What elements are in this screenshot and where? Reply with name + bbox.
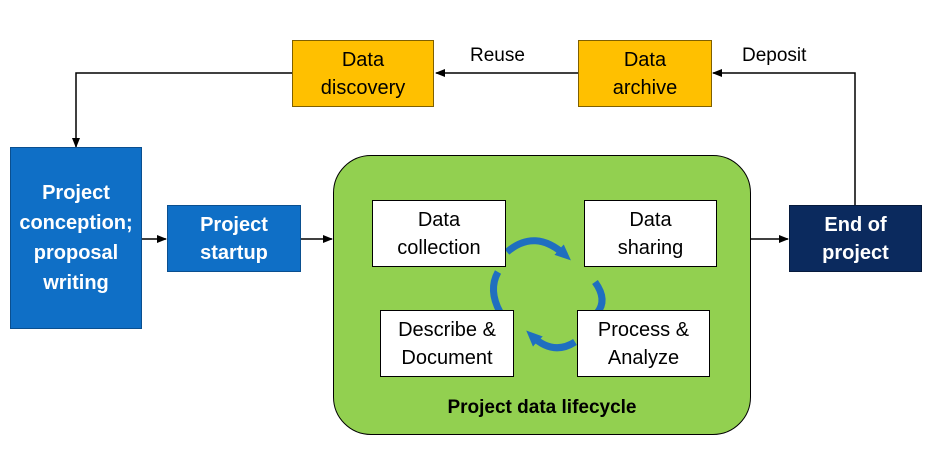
node-end-of-project: End of project xyxy=(789,205,922,272)
node-end-of-project-label: End of project xyxy=(822,213,889,264)
node-data-archive-label: Data archive xyxy=(612,48,678,99)
edge-label-reuse: Reuse xyxy=(470,45,525,66)
node-data-sharing-label: Data sharing xyxy=(617,208,684,259)
node-data-collection: Data collection xyxy=(372,200,506,267)
connector-deposit xyxy=(712,69,856,205)
node-project-startup: Project startup xyxy=(167,205,301,272)
node-data-sharing: Data sharing xyxy=(584,200,717,267)
cycle-arrow-right xyxy=(592,279,606,316)
node-project-conception: Project conception; proposal writing xyxy=(10,147,142,329)
edge-label-deposit: Deposit xyxy=(742,45,807,66)
connector-discovery-to-conception xyxy=(72,72,292,148)
node-data-discovery: Data discovery xyxy=(292,40,434,107)
node-process-analyze: Process & Analyze xyxy=(577,310,710,377)
lifecycle-caption: Project data lifecycle xyxy=(447,397,637,418)
node-data-discovery-label: Data discovery xyxy=(320,48,406,99)
node-data-collection-label: Data collection xyxy=(397,208,481,259)
node-describe-document-label: Describe & Document xyxy=(398,318,496,369)
node-describe-document: Describe & Document xyxy=(380,310,514,377)
cycle-arrow-bottom xyxy=(526,330,577,352)
cycle-arrow-top xyxy=(504,237,571,261)
node-process-analyze-label: Process & Analyze xyxy=(597,318,690,369)
node-project-conception-label: Project conception; proposal writing xyxy=(19,182,133,294)
node-project-startup-label: Project startup xyxy=(200,213,268,264)
node-data-archive: Data archive xyxy=(578,40,712,107)
cycle-arrow-left xyxy=(490,270,504,314)
